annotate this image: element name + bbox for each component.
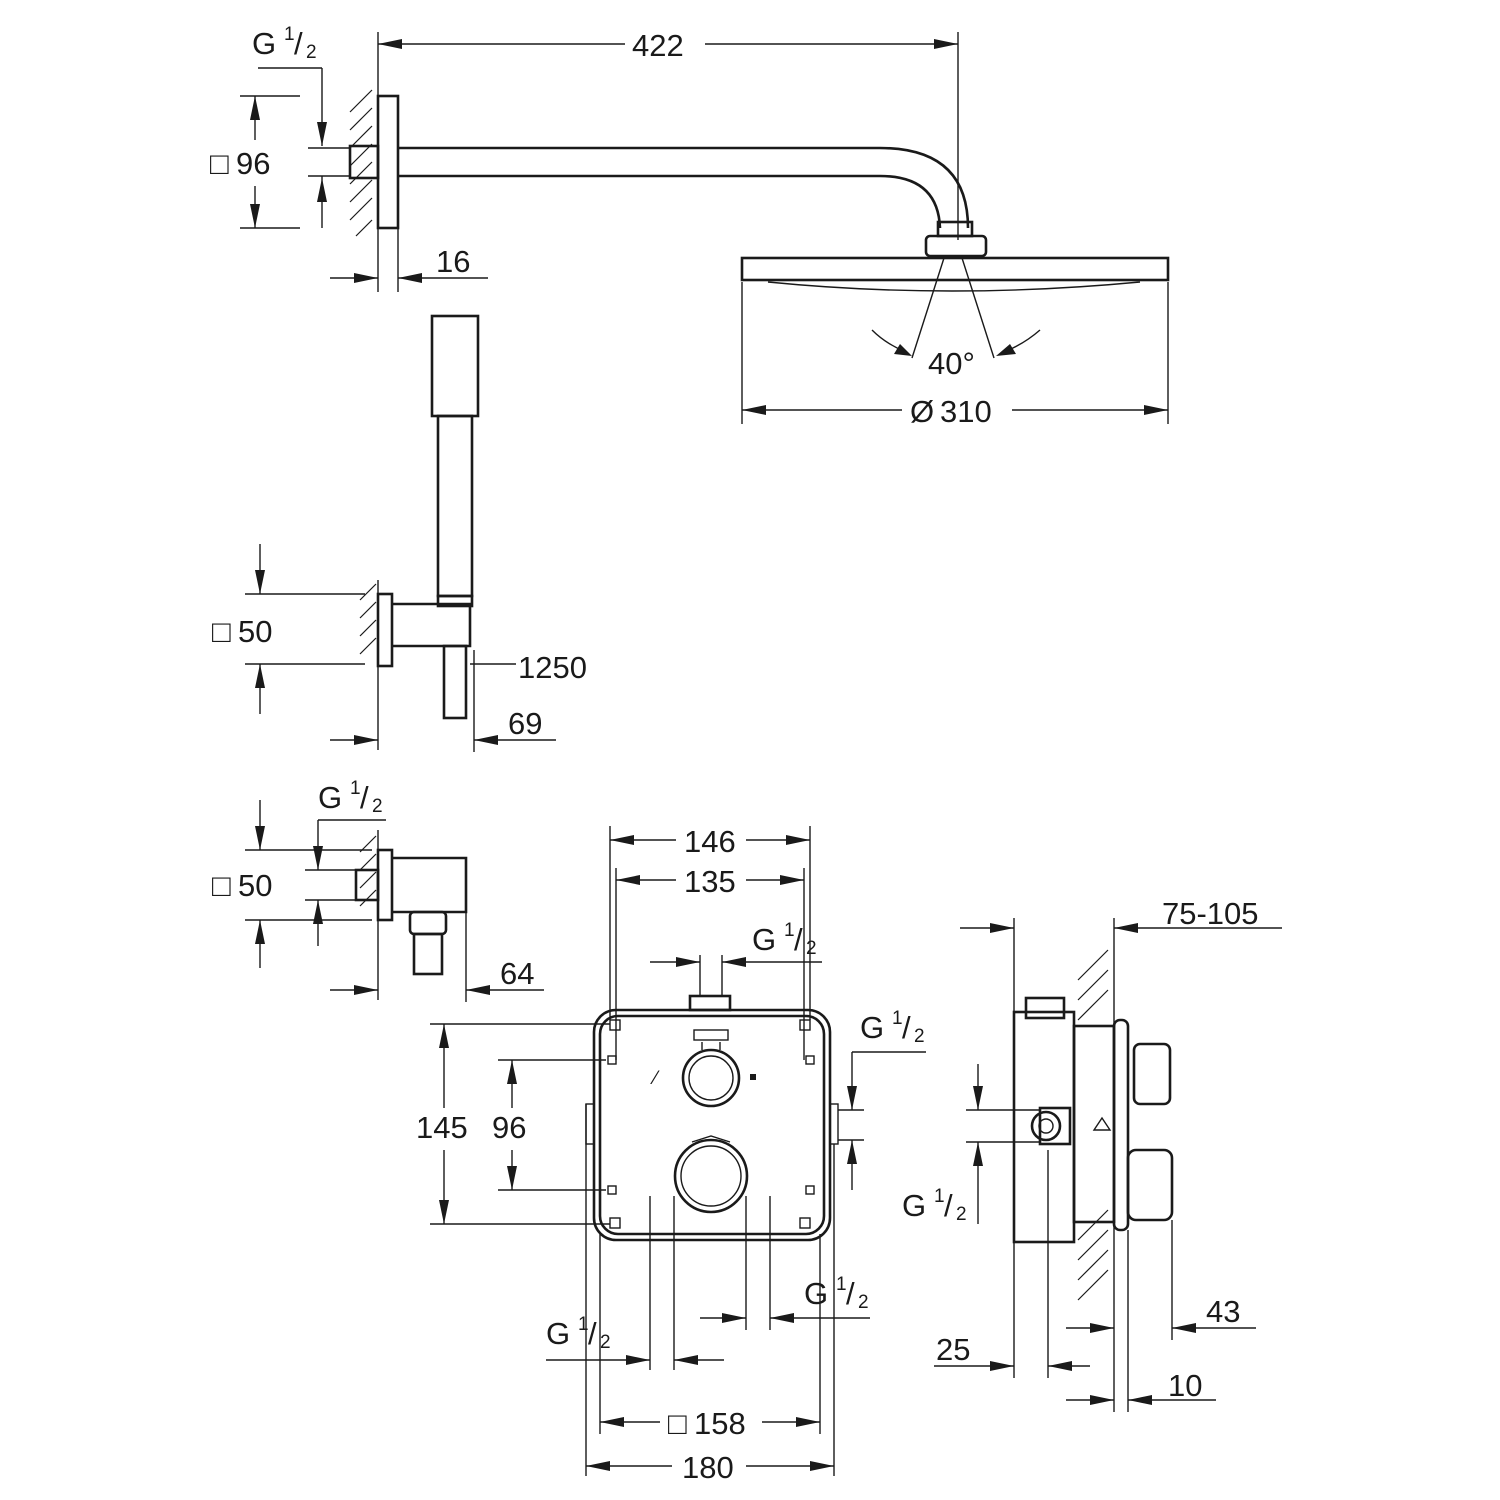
wall-elbow-assembly: G 1 / 2 □ 50 64 <box>212 778 544 1002</box>
svg-text:2: 2 <box>306 42 317 63</box>
svg-text:1: 1 <box>350 778 361 799</box>
svg-text:□: □ <box>212 868 231 903</box>
dim-angle-40: 40° <box>928 346 975 381</box>
svg-text:/: / <box>588 1316 597 1351</box>
svg-text:G: G <box>752 922 776 957</box>
thread-label-elbow: G 1 / 2 <box>318 778 383 817</box>
svg-text:/: / <box>902 1010 911 1045</box>
dim-422: 422 <box>632 28 684 63</box>
dim-64: 64 <box>500 956 534 991</box>
hand-shower-assembly: □ 50 1250 69 <box>212 314 587 752</box>
dim-135: 135 <box>684 864 736 899</box>
thread-label-box-top: G 1 / 2 <box>752 920 817 959</box>
svg-text:□: □ <box>212 614 231 649</box>
wall-hatch <box>349 89 373 237</box>
dim-145: 145 <box>416 1110 468 1145</box>
dim-75-105: 75-105 <box>1162 896 1259 931</box>
svg-text:Ø: Ø <box>910 394 934 429</box>
dim-square-50-elbow: □ 50 <box>212 868 272 903</box>
thread-label-arm: G 1 / 2 <box>252 24 317 63</box>
svg-text:1: 1 <box>284 24 295 45</box>
dim-43: 43 <box>1206 1294 1240 1329</box>
svg-text:/: / <box>360 780 369 815</box>
svg-text:/: / <box>294 26 303 61</box>
svg-text:G: G <box>318 780 342 815</box>
svg-text:50: 50 <box>238 614 272 649</box>
dim-96-box: 96 <box>492 1110 526 1145</box>
svg-text:G: G <box>860 1010 884 1045</box>
dim-16: 16 <box>436 244 470 279</box>
svg-text:158: 158 <box>694 1406 746 1441</box>
concealed-box-side: 75-105 G 1 / 2 25 43 <box>902 896 1282 1412</box>
svg-text:1: 1 <box>836 1274 847 1295</box>
svg-text:/: / <box>944 1188 953 1223</box>
svg-text:2: 2 <box>956 1204 967 1225</box>
svg-text:50: 50 <box>238 868 272 903</box>
svg-text:310: 310 <box>940 394 992 429</box>
concealed-box-front: ⁄ 146 135 G 1 / 2 G 1 / <box>416 824 926 1485</box>
svg-text:2: 2 <box>372 796 383 817</box>
svg-text:□: □ <box>210 146 229 181</box>
thread-label-box-bottom-left: G 1 / 2 <box>546 1314 611 1353</box>
shower-arm-assembly: 422 G 1 / 2 □ 96 16 <box>210 24 1170 429</box>
svg-text:G: G <box>902 1188 926 1223</box>
dim-146: 146 <box>684 824 736 859</box>
svg-text:2: 2 <box>914 1026 925 1047</box>
thread-label-box-right: G 1 / 2 <box>860 1008 925 1047</box>
dim-1250: 1250 <box>518 650 587 685</box>
svg-text:G: G <box>252 26 276 61</box>
svg-text:96: 96 <box>236 146 270 181</box>
svg-text:1: 1 <box>934 1186 945 1207</box>
dim-square-50-holder: □ 50 <box>212 614 272 649</box>
dim-25: 25 <box>936 1332 970 1367</box>
svg-text:2: 2 <box>858 1292 869 1313</box>
svg-text:2: 2 <box>806 938 817 959</box>
thread-label-box-bottom-right: G 1 / 2 <box>804 1274 869 1313</box>
wall-hatch-2 <box>359 583 377 655</box>
dim-10: 10 <box>1168 1368 1202 1403</box>
svg-text:⁄: ⁄ <box>650 1068 660 1089</box>
dim-180: 180 <box>682 1450 734 1485</box>
dim-square-158: □ 158 <box>668 1406 746 1441</box>
svg-text:□: □ <box>668 1406 687 1441</box>
thread-label-side: G 1 / 2 <box>902 1186 967 1225</box>
svg-text:G: G <box>804 1276 828 1311</box>
svg-text:/: / <box>794 922 803 957</box>
svg-text:2: 2 <box>600 1332 611 1353</box>
dim-square-96: □ 96 <box>210 146 270 181</box>
dim-diameter-310: Ø 310 <box>910 394 992 429</box>
dim-69: 69 <box>508 706 542 741</box>
svg-text:/: / <box>846 1276 855 1311</box>
svg-text:1: 1 <box>784 920 795 941</box>
svg-text:1: 1 <box>892 1008 903 1029</box>
svg-text:1: 1 <box>578 1314 589 1335</box>
svg-text:G: G <box>546 1316 570 1351</box>
wall-hatch-4 <box>1077 949 1109 1301</box>
